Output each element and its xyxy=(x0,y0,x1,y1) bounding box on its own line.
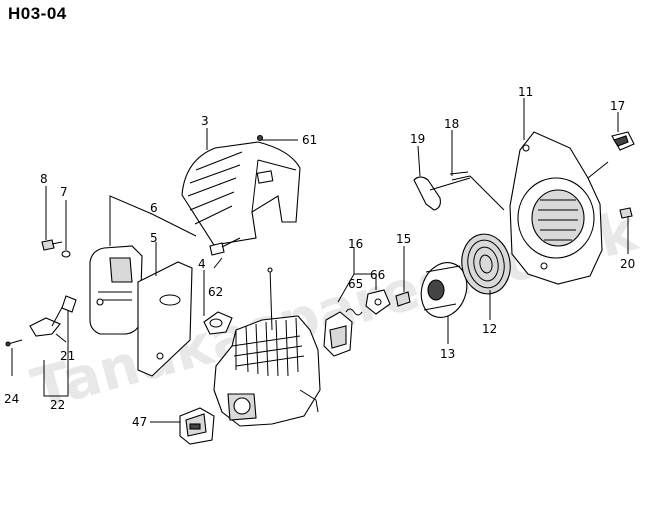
callout-62: 62 xyxy=(208,285,223,299)
diagram-code: H03-04 xyxy=(8,4,67,23)
callout-8: 8 xyxy=(40,172,48,186)
bracket-21-part[interactable] xyxy=(29,295,77,337)
bolt-8-part[interactable] xyxy=(41,239,63,251)
washer-7-part[interactable] xyxy=(61,250,71,258)
callout-66: 66 xyxy=(370,268,385,282)
callout-4: 4 xyxy=(198,257,206,271)
callout-61: 61 xyxy=(302,133,317,147)
callout-11: 11 xyxy=(518,85,533,99)
callout-16: 16 xyxy=(348,237,363,251)
screw-20-part[interactable] xyxy=(619,207,633,219)
gasket-plate-part[interactable] xyxy=(137,261,193,377)
callout-13: 13 xyxy=(440,347,455,361)
callout-19: 19 xyxy=(410,132,425,146)
starter-housing-11-part[interactable] xyxy=(509,131,609,285)
pulley-13-part[interactable] xyxy=(414,256,474,324)
callout-7: 7 xyxy=(60,185,68,199)
callout-22: 22 xyxy=(50,398,65,412)
screw-61-part[interactable] xyxy=(256,134,264,142)
callout-65: 65 xyxy=(348,277,363,291)
bolt-62-part[interactable] xyxy=(209,237,241,256)
leader-lines xyxy=(11,98,629,423)
muffler-part[interactable] xyxy=(89,245,143,335)
callout-5: 5 xyxy=(150,231,158,245)
callout-20: 20 xyxy=(620,257,635,271)
intake-47-part[interactable] xyxy=(179,407,215,445)
starter-rope-18-part[interactable] xyxy=(449,171,471,181)
gasket-4-part[interactable] xyxy=(203,311,233,335)
callout-18: 18 xyxy=(444,117,459,131)
callout-21: 21 xyxy=(60,349,75,363)
callout-24: 24 xyxy=(4,392,19,406)
screw-24-part[interactable] xyxy=(5,339,23,347)
handle-17-part[interactable] xyxy=(611,131,635,151)
ratchet-66-part[interactable] xyxy=(365,289,391,315)
engine-block-part[interactable] xyxy=(213,267,321,427)
recoil-spring-12-part[interactable] xyxy=(457,230,515,297)
bolt-15-part[interactable] xyxy=(395,262,411,307)
cylinder-cover-part[interactable] xyxy=(181,141,301,246)
callout-3: 3 xyxy=(201,114,209,128)
ignition-coil-part[interactable] xyxy=(323,311,353,357)
callout-15: 15 xyxy=(396,232,411,246)
callout-6: 6 xyxy=(150,201,158,215)
starter-grip-19-part[interactable] xyxy=(413,176,471,211)
callout-labels: 3 61 8 7 6 5 4 62 21 24 22 47 16 15 65 6… xyxy=(4,85,635,429)
callout-17: 17 xyxy=(610,99,625,113)
spring-65-part[interactable] xyxy=(345,308,363,316)
callout-12: 12 xyxy=(482,322,497,336)
callout-47: 47 xyxy=(132,415,147,429)
